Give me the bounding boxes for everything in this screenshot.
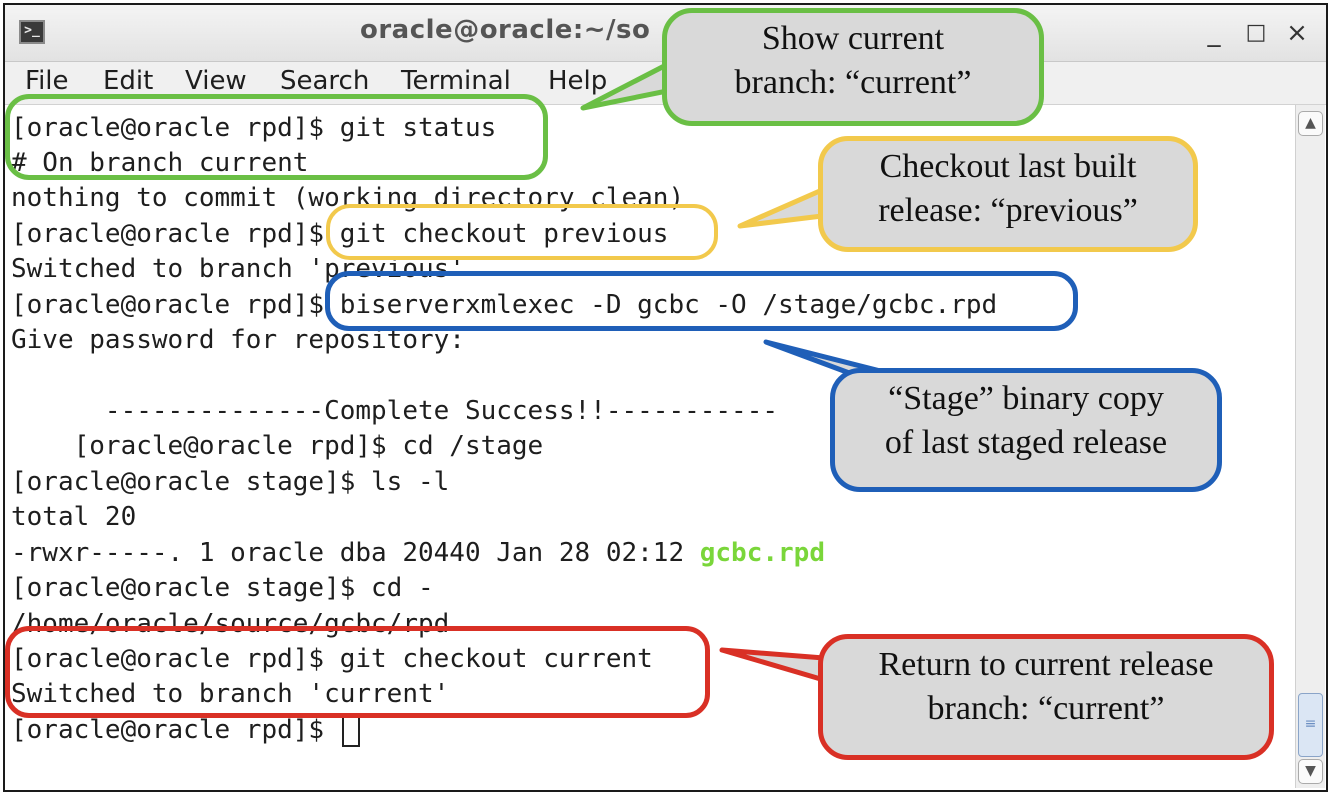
terminal-line: [oracle@oracle stage]$ ls -l [11, 467, 450, 497]
listing-prefix: -rwxr-----. 1 oracle dba 20440 Jan 28 02… [11, 538, 700, 568]
checkout-callout-pointer [737, 187, 825, 229]
checkout-current-highlight-box [5, 626, 710, 718]
callout-text: Checkout last built [879, 148, 1137, 185]
menu-edit[interactable]: Edit [103, 66, 154, 96]
terminal-line: # On branch current [11, 148, 309, 178]
terminal-line: Switched to branch 'current' [11, 679, 450, 709]
file-name-gcbc-rpd: gcbc.rpd [699, 538, 825, 568]
callout-text: branch: “current” [734, 64, 972, 101]
terminal-line: /home/oracle/source/gcbc/rpd [11, 609, 450, 639]
callout-text: of last staged release [884, 424, 1168, 461]
maximize-button[interactable]: □ [1245, 20, 1267, 45]
checkout-previous-callout: Checkout last built release: “previous” [818, 136, 1198, 252]
callout-text: branch: “current” [927, 690, 1165, 727]
menu-terminal[interactable]: Terminal [401, 66, 511, 96]
biserver-command-highlight-box [325, 271, 1078, 331]
close-button[interactable]: × [1286, 18, 1308, 48]
callout-text: release: “previous” [878, 192, 1138, 229]
menu-help[interactable]: Help [548, 66, 608, 96]
status-callout-pointer [580, 59, 675, 111]
terminal-line: [oracle@oracle rpd]$ biserverxmlexec -D … [11, 290, 998, 320]
menu-search[interactable]: Search [280, 66, 370, 96]
terminal-line: total 20 [11, 502, 137, 532]
status-callout: Show current branch: “current” [662, 8, 1044, 126]
minimize-button[interactable]: _ [1207, 18, 1221, 48]
terminal-line: [oracle@oracle rpd]$ git status [11, 113, 497, 143]
status-highlight-box [5, 94, 548, 180]
scroll-up-icon[interactable]: ▲ [1298, 111, 1323, 136]
terminal-line: nothing to commit (working directory cle… [11, 183, 685, 213]
checkout-previous-highlight-box [326, 204, 718, 260]
menu-file[interactable]: File [25, 66, 69, 96]
window-title: oracle@oracle:~/so [360, 15, 651, 45]
menu-view[interactable]: View [185, 66, 247, 96]
terminal-icon[interactable]: >_ [19, 20, 45, 44]
return-callout-pointer [719, 647, 827, 683]
terminal-line: [oracle@oracle rpd]$ git checkout curren… [11, 644, 653, 674]
callout-text: Show current [761, 20, 945, 57]
terminal-line: [oracle@oracle stage]$ cd - [11, 573, 434, 603]
callout-text: “Stage” binary copy [888, 380, 1164, 417]
callout-text: Return to current release [878, 646, 1214, 683]
terminal-prompt-line[interactable]: [oracle@oracle rpd]$ [11, 713, 360, 747]
vertical-scrollbar[interactable]: ▲ ≡ ▼ [1295, 105, 1325, 788]
prompt-text: [oracle@oracle rpd]$ [11, 715, 340, 745]
terminal-line: [oracle@oracle rpd]$ git checkout previo… [11, 219, 669, 249]
terminal-line: [oracle@oracle rpd]$ cd /stage [11, 431, 544, 461]
return-callout: Return to current release branch: “curre… [818, 634, 1274, 760]
stage-callout: “Stage” binary copy of last staged relea… [830, 368, 1222, 492]
scroll-down-icon[interactable]: ▼ [1298, 759, 1323, 784]
terminal-line-file-listing: -rwxr-----. 1 oracle dba 20440 Jan 28 02… [11, 536, 825, 570]
terminal-line: --------------Complete Success!!--------… [11, 396, 779, 426]
scroll-thumb[interactable]: ≡ [1298, 693, 1323, 757]
